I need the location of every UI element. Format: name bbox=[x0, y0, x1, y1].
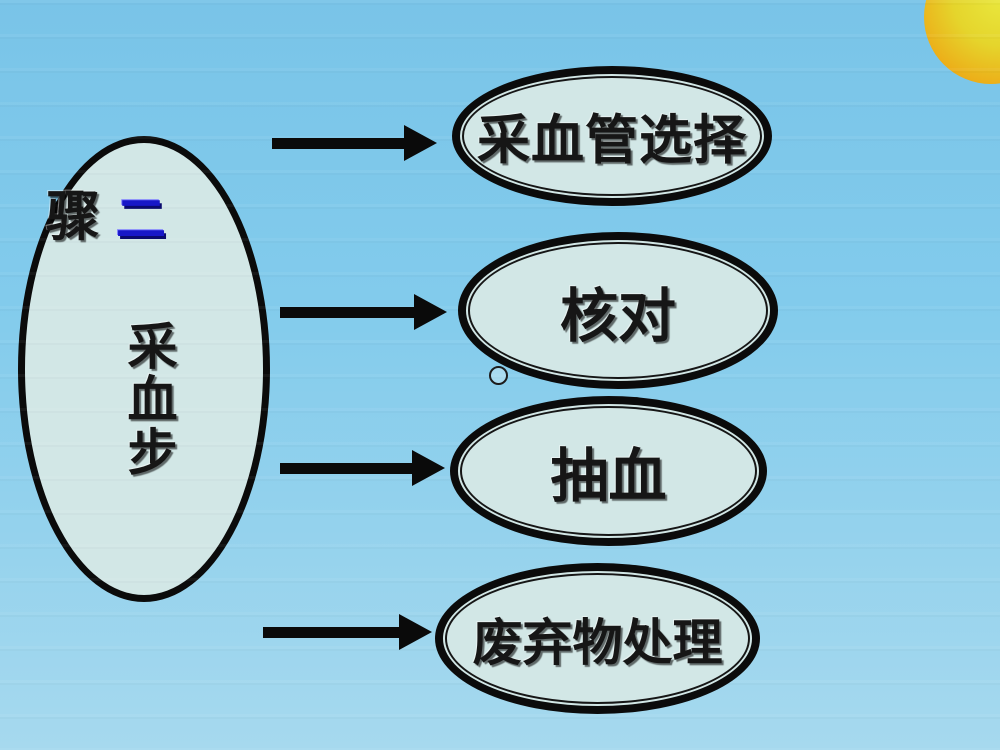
arrow-shaft bbox=[280, 307, 414, 318]
step-ellipse-inner-line: 采血管选择 bbox=[462, 76, 762, 196]
step-label: 废弃物处理 bbox=[472, 614, 723, 671]
small-circle-decoration bbox=[489, 366, 508, 385]
main-label-vertical: 采血步 bbox=[120, 320, 177, 479]
arrow-to-step-4 bbox=[263, 614, 432, 650]
step-label: 采血管选择 bbox=[477, 112, 747, 170]
arrow-to-step-1 bbox=[272, 125, 437, 161]
step-ellipse-inner-line: 废弃物处理 bbox=[445, 573, 750, 704]
main-label-prefix: 骤 bbox=[46, 187, 100, 247]
step-ellipse-draw-blood: 抽血 bbox=[450, 396, 767, 546]
arrow-head-icon bbox=[412, 450, 445, 486]
step-ellipse-inner-line: 核对 bbox=[468, 242, 768, 379]
arrow-shaft bbox=[280, 463, 412, 474]
step-ellipse-inner-line: 抽血 bbox=[460, 406, 757, 536]
step-ellipse-waste-disposal: 废弃物处理 bbox=[435, 563, 760, 714]
arrow-shaft bbox=[263, 627, 399, 638]
main-label-number: 二 bbox=[116, 191, 166, 247]
main-steps-ellipse bbox=[18, 136, 270, 602]
step-ellipse-verify: 核对 bbox=[458, 232, 778, 389]
step-label: 核对 bbox=[559, 283, 676, 349]
arrow-to-step-2 bbox=[280, 294, 447, 330]
sun-decoration bbox=[924, 0, 1000, 84]
arrow-shaft bbox=[272, 138, 404, 149]
arrow-head-icon bbox=[414, 294, 447, 330]
step-label: 抽血 bbox=[550, 444, 667, 509]
step-ellipse-tube-selection: 采血管选择 bbox=[452, 66, 772, 206]
arrow-head-icon bbox=[399, 614, 432, 650]
arrow-to-step-3 bbox=[280, 450, 445, 486]
arrow-head-icon bbox=[404, 125, 437, 161]
